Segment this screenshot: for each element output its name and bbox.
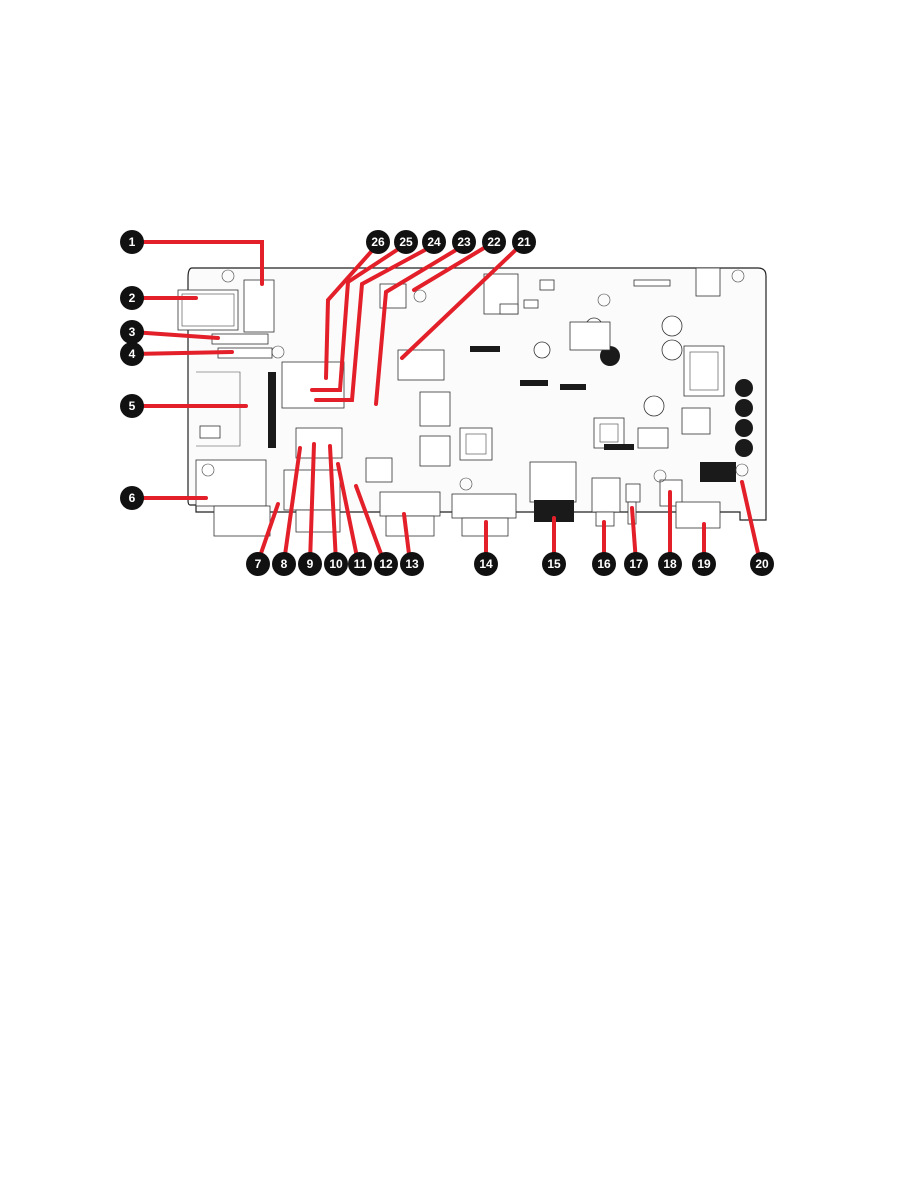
callout-25: 25	[394, 230, 418, 254]
svg-text:2: 2	[129, 291, 136, 305]
leader-21	[400, 240, 526, 360]
svg-text:18: 18	[663, 557, 677, 571]
callout-13: 13	[400, 552, 424, 576]
callout-15: 15	[542, 552, 566, 576]
leader-lines	[130, 240, 762, 564]
leader-9	[308, 442, 316, 564]
callout-7: 7	[246, 552, 270, 576]
callout-23: 23	[452, 230, 476, 254]
leader-24	[314, 242, 438, 402]
leader-20	[740, 480, 762, 564]
svg-text:3: 3	[129, 325, 136, 339]
svg-text:24: 24	[427, 235, 441, 249]
svg-text:1: 1	[129, 235, 136, 249]
svg-text:12: 12	[379, 557, 393, 571]
leader-3	[130, 330, 220, 340]
callout-20: 20	[750, 552, 774, 576]
callout-badges: 1 2 3 4 5 6 7 8 9 10 11 12 13 14 15 16 1…	[120, 230, 774, 576]
svg-text:13: 13	[405, 557, 419, 571]
svg-text:25: 25	[399, 235, 413, 249]
callout-18: 18	[658, 552, 682, 576]
svg-text:26: 26	[371, 235, 385, 249]
callout-8: 8	[272, 552, 296, 576]
leader-12	[354, 484, 386, 564]
callout-2: 2	[120, 286, 144, 310]
leader-8	[282, 446, 302, 564]
callout-6: 6	[120, 486, 144, 510]
pcb-board	[177, 267, 767, 537]
leader-4	[130, 350, 234, 356]
svg-text:15: 15	[547, 557, 561, 571]
svg-text:16: 16	[597, 557, 611, 571]
svg-text:17: 17	[629, 557, 643, 571]
leader-25	[310, 242, 408, 392]
svg-text:9: 9	[307, 557, 314, 571]
callout-11: 11	[348, 552, 372, 576]
callout-1: 1	[120, 230, 144, 254]
svg-text:22: 22	[487, 235, 501, 249]
svg-text:23: 23	[457, 235, 471, 249]
leader-22	[412, 240, 496, 292]
svg-text:8: 8	[281, 557, 288, 571]
callout-3: 3	[120, 320, 144, 344]
callout-21: 21	[512, 230, 536, 254]
callout-16: 16	[592, 552, 616, 576]
callout-24: 24	[422, 230, 446, 254]
svg-text:19: 19	[697, 557, 711, 571]
callout-4: 4	[120, 342, 144, 366]
callout-10: 10	[324, 552, 348, 576]
leader-1	[130, 240, 264, 286]
svg-text:21: 21	[517, 235, 531, 249]
callout-5: 5	[120, 394, 144, 418]
svg-text:6: 6	[129, 491, 136, 505]
callout-19: 19	[692, 552, 716, 576]
leader-23	[374, 242, 468, 406]
svg-text:7: 7	[255, 557, 262, 571]
leader-26	[324, 242, 380, 380]
svg-text:14: 14	[479, 557, 493, 571]
svg-text:4: 4	[129, 347, 136, 361]
svg-text:10: 10	[329, 557, 343, 571]
callout-14: 14	[474, 552, 498, 576]
callout-17: 17	[624, 552, 648, 576]
callout-22: 22	[482, 230, 506, 254]
callout-12: 12	[374, 552, 398, 576]
leader-11	[336, 462, 360, 564]
svg-text:11: 11	[354, 557, 367, 571]
svg-text:20: 20	[755, 557, 769, 571]
callout-9: 9	[298, 552, 322, 576]
leader-7	[256, 502, 280, 564]
svg-text:5: 5	[129, 399, 136, 413]
leader-10	[328, 444, 338, 564]
callout-26: 26	[366, 230, 390, 254]
